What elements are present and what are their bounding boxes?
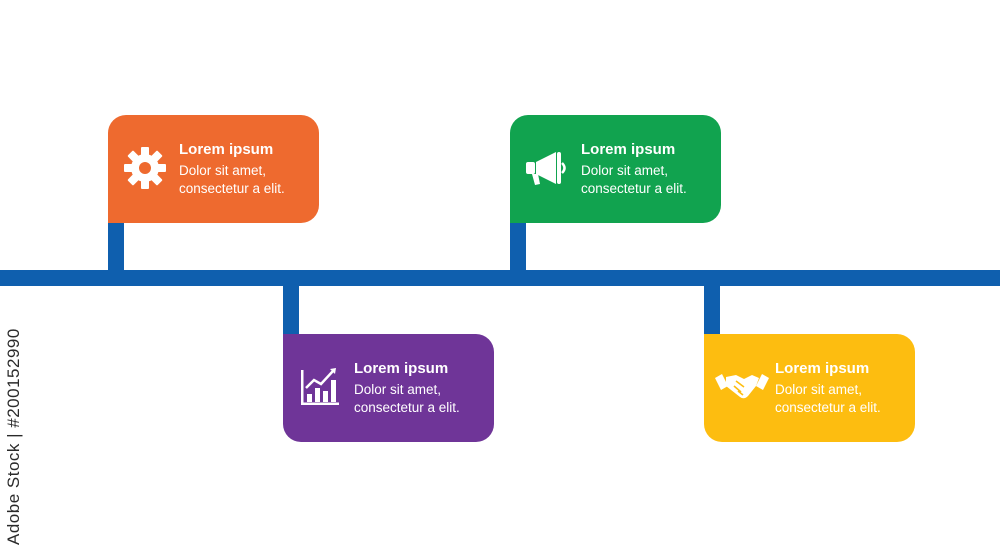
megaphone-icon [524,145,570,191]
stem-2 [283,284,299,336]
card-title: Lorem ipsum [581,141,676,158]
gear-icon [122,145,168,191]
stem-4 [704,284,720,336]
timeline-card-3: Lorem ipsum Dolor sit amet, consectetur … [510,115,721,223]
card-title: Lorem ipsum [179,141,274,158]
card-title: Lorem ipsum [775,360,870,377]
card-body: Dolor sit amet, consectetur a elit. [581,162,716,198]
timeline-card-1: Lorem ipsum Dolor sit amet, consectetur … [108,115,319,223]
timeline-card-2: Lorem ipsum Dolor sit amet, consectetur … [283,334,494,442]
bar-chart-icon [297,364,343,410]
card-body-line-1: Dolor sit amet, [581,163,669,178]
card-body: Dolor sit amet, consectetur a elit. [179,162,314,198]
card-body: Dolor sit amet, consectetur a elit. [354,381,489,417]
card-body-line-1: Dolor sit amet, [354,382,442,397]
stock-watermark: Adobe Stock | #200152990 [4,328,23,545]
card-body-line-2: consectetur a elit. [581,181,687,196]
card-title: Lorem ipsum [354,360,449,377]
timeline-card-4: Lorem ipsum Dolor sit amet, consectetur … [704,334,915,442]
card-body-line-1: Dolor sit amet, [775,382,863,397]
card-body-line-2: consectetur a elit. [354,400,460,415]
stem-3 [510,222,526,272]
card-body-line-1: Dolor sit amet, [179,163,267,178]
timeline-line [0,270,1000,286]
handshake-icon [715,364,769,410]
card-body-line-2: consectetur a elit. [179,181,285,196]
stem-1 [108,222,124,272]
card-body: Dolor sit amet, consectetur a elit. [775,381,910,417]
card-body-line-2: consectetur a elit. [775,400,881,415]
